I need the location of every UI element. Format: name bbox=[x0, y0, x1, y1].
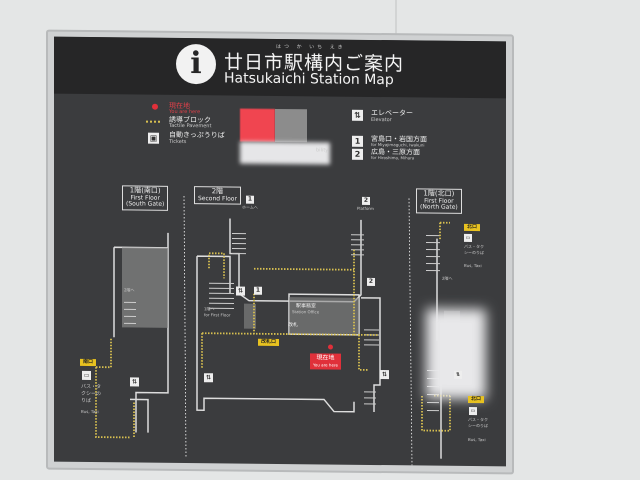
platform-2-marker: 2 bbox=[367, 277, 375, 286]
north-to-2f: 2階へ bbox=[442, 275, 453, 281]
elevator-icon: ⇅ bbox=[130, 377, 139, 387]
north-bus-taxi-en-top: Bus, Taxi bbox=[464, 262, 482, 269]
elevator-icon: ⇅ bbox=[454, 370, 462, 379]
north-gate-label-bottom: 北口 bbox=[468, 395, 485, 404]
stairs bbox=[124, 232, 440, 412]
to-platform-1: ホームへ bbox=[242, 204, 258, 210]
north-bus-taxi-en-bottom: Bus, Taxi bbox=[468, 436, 486, 443]
station-office-en: Station Office bbox=[292, 309, 320, 315]
platform-1-marker: 1 bbox=[254, 286, 262, 295]
bus-taxi-icon: ▭ bbox=[464, 233, 472, 243]
floor-dividers bbox=[183, 195, 413, 466]
you-are-here-label: 現在地 You are here bbox=[310, 353, 341, 370]
south-bus-taxi-ja: バス・タクシーのりば bbox=[81, 383, 102, 405]
elevator-icon: ⇅ bbox=[236, 286, 245, 296]
you-are-here-en: You are here bbox=[313, 362, 338, 368]
elevator-icon: ⇅ bbox=[380, 370, 389, 380]
wall-seam bbox=[395, 0, 397, 34]
south-to-2f: 2階へ bbox=[124, 287, 135, 293]
to-platform-2: Platform bbox=[357, 205, 374, 211]
station-map-sign: i はつ か いち えき 廿日市駅構内ご案内 Hatsukaichi Stati… bbox=[46, 29, 514, 475]
north-bus-taxi-ja-bottom: バス・タクシーのりば bbox=[468, 416, 488, 429]
north-bus-taxi-ja-top: バス・タクシーのりば bbox=[464, 243, 484, 256]
bus-taxi-icon: ▭ bbox=[469, 406, 477, 416]
platform-2-sign: 2 bbox=[362, 196, 370, 205]
ticket-gate-label: 改札口 bbox=[258, 338, 280, 346]
blurred-region bbox=[426, 308, 486, 400]
to-first-floor-en: for First Floor bbox=[204, 312, 231, 318]
south-gate-label: 南口 bbox=[80, 358, 97, 367]
elevator-icon: ⇅ bbox=[204, 373, 213, 383]
platform-1-sign: 1 bbox=[246, 195, 254, 204]
tactile-paving-routes bbox=[95, 221, 451, 439]
floor-plan-drawing bbox=[95, 195, 460, 466]
map-board: i はつ か いち えき 廿日市駅構内ご案内 Hatsukaichi Stati… bbox=[54, 36, 506, 467]
ticket-gate-ja: 改札 bbox=[288, 322, 299, 329]
north-gate-label-top: 北口 bbox=[464, 223, 481, 232]
you-are-here-marker bbox=[328, 344, 333, 350]
bus-taxi-icon: ▭ bbox=[82, 370, 91, 381]
south-bus-taxi-en: Bus, Taxi bbox=[81, 408, 99, 415]
